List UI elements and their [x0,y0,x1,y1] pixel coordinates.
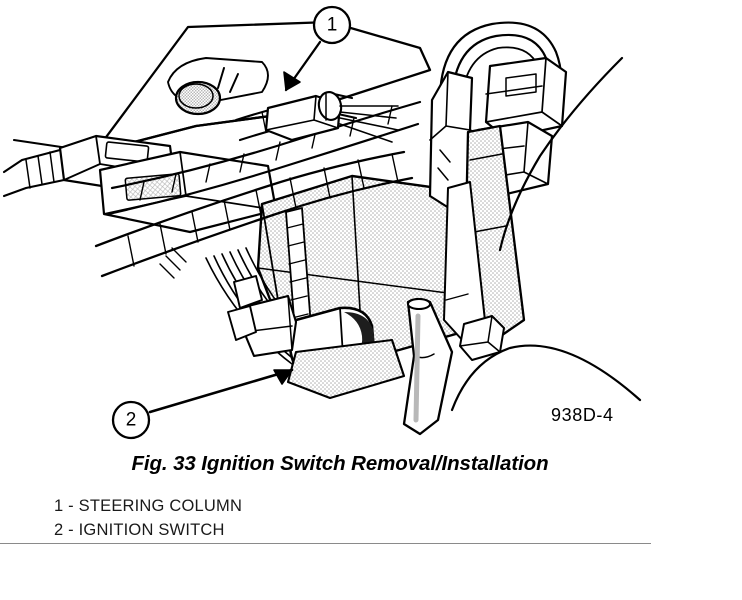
section-divider [0,543,651,544]
base-panel [286,338,406,400]
column-support-panel [443,124,526,344]
legend-item-1: 1 - STEERING COLUMN [54,497,243,515]
legend-item-2: 2 - IGNITION SWITCH [54,521,225,539]
ignition-switch-illustration: 1 2 938D-4 [2,5,642,440]
tilt-lever [402,297,454,436]
callout-2 [111,368,294,440]
figure-caption: Fig. 33 Ignition Switch Removal/Installa… [131,452,549,475]
part-code-label: 938D-4 [551,405,614,425]
lower-shroud-panel [98,150,278,234]
column-connector [264,91,399,143]
callout-1-number: 1 [327,15,338,36]
figure-legend: 1 - STEERING COLUMN 2 - IGNITION SWITCH [54,494,554,542]
column-shroud-upper [12,20,432,154]
callout-1 [283,5,352,92]
dash-panel-edge [450,56,642,412]
callout-2-number: 2 [126,410,137,431]
